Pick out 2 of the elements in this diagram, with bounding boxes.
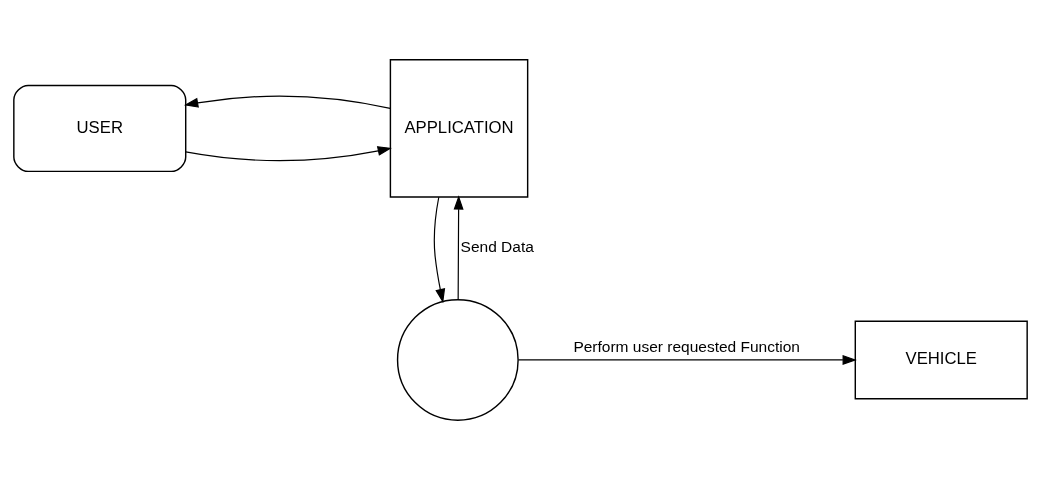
edge-label: Perform user requested Function [572,337,800,355]
edge-label: Send Data [460,237,534,255]
